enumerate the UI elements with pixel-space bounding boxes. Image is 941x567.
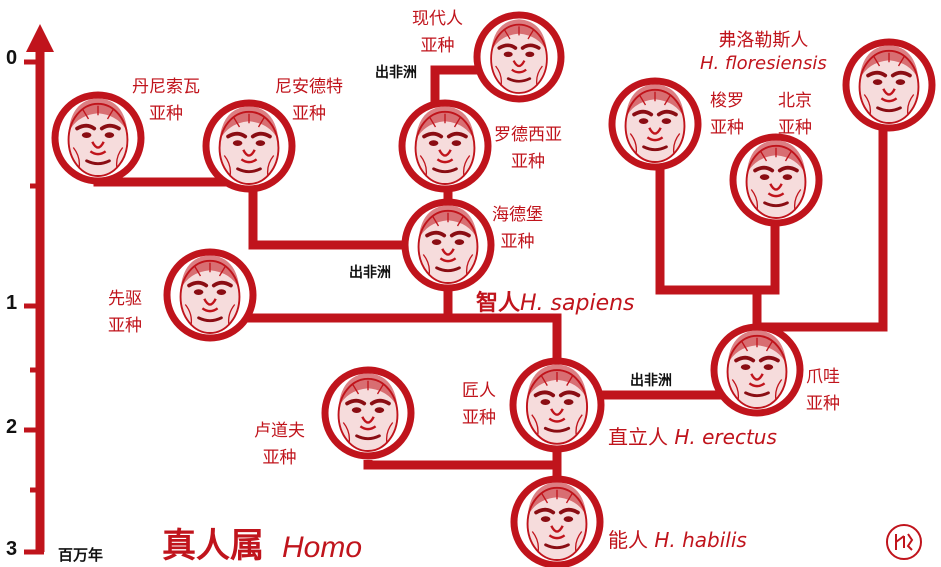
portrait-floresiensis-icon bbox=[842, 38, 936, 132]
label-heidelberg-sub: 亚种 bbox=[500, 232, 535, 253]
branch-habilis-rudolfensis bbox=[363, 460, 557, 470]
label-sapiens-cn: 智人 bbox=[476, 291, 521, 316]
label-modern-sub: 亚种 bbox=[420, 36, 455, 57]
label-rudolfensis-sub: 亚种 bbox=[262, 448, 297, 469]
branch-solo bbox=[655, 150, 757, 295]
label-denisova: 丹尼索瓦 亚种 bbox=[132, 74, 200, 128]
portrait-peking-icon bbox=[729, 133, 823, 227]
portrait-denisova-icon bbox=[51, 91, 145, 185]
label-rhodesian-sub: 亚种 bbox=[511, 152, 545, 173]
genus-title: 真人属 Homo bbox=[162, 518, 362, 567]
label-heidelberg-name: 海德堡 bbox=[492, 205, 543, 225]
route-label-out-of-africa: 出非洲 bbox=[349, 265, 391, 281]
label-habilis: 能人 H. habilis bbox=[608, 528, 747, 552]
label-ergaster-name: 匠人 bbox=[462, 381, 496, 401]
portrait-rudolfensis-icon bbox=[321, 366, 415, 460]
label-neanderthal-sub: 亚种 bbox=[292, 104, 326, 125]
label-java-sub: 亚种 bbox=[806, 394, 840, 415]
label-antecessor-name: 先驱 bbox=[108, 289, 142, 309]
axis-unit: 百万年 bbox=[58, 546, 104, 564]
label-denisova-sub: 亚种 bbox=[149, 104, 183, 125]
label-ergaster: 匠人 亚种 bbox=[462, 378, 496, 432]
label-ergaster-sub: 亚种 bbox=[462, 408, 496, 429]
label-floresiensis-cn: 弗洛勒斯人 bbox=[718, 30, 809, 51]
label-floresiensis: 弗洛勒斯人 H. floresiensis bbox=[700, 30, 827, 75]
label-peking-sub: 亚种 bbox=[778, 118, 812, 139]
label-java-name: 爪哇 bbox=[806, 367, 840, 387]
portrait-heidelberg-icon bbox=[401, 198, 495, 292]
label-erectus-cn: 直立人 bbox=[608, 425, 668, 449]
branch-floresiensis bbox=[757, 110, 888, 332]
seal-stamp-icon bbox=[886, 524, 922, 560]
portrait-neanderthal-icon bbox=[202, 99, 296, 193]
genus-latin: Homo bbox=[282, 531, 363, 564]
route-label-out-of-africa: 出非洲 bbox=[375, 65, 417, 81]
axis-tick-label-1: 1 bbox=[6, 292, 18, 314]
axis-tick-label-3: 3 bbox=[6, 538, 18, 560]
label-rudolfensis-name: 卢道夫 bbox=[254, 421, 305, 441]
label-modern: 现代人 亚种 bbox=[412, 6, 463, 60]
label-sapiens-latin: H. sapiens bbox=[520, 291, 635, 316]
genus-cn: 真人属 bbox=[162, 526, 264, 566]
portrait-solo-icon bbox=[608, 77, 702, 171]
label-heidelberg: 海德堡 亚种 bbox=[492, 202, 543, 256]
route-label-out-of-africa: 出非洲 bbox=[630, 373, 672, 389]
label-habilis-cn: 能人 bbox=[608, 528, 648, 552]
label-erectus-latin: H. erectus bbox=[674, 425, 777, 449]
label-neanderthal: 尼安德特 亚种 bbox=[275, 74, 343, 128]
axis-tick-label-0: 0 bbox=[6, 47, 18, 69]
axis-arrow-icon bbox=[26, 24, 54, 52]
label-floresiensis-latin: H. floresiensis bbox=[700, 52, 827, 74]
portrait-ergaster-icon bbox=[509, 357, 605, 453]
label-solo-sub: 亚种 bbox=[710, 118, 744, 139]
label-sapiens: 智人H. sapiens bbox=[476, 291, 635, 317]
label-habilis-latin: H. habilis bbox=[654, 528, 747, 552]
portrait-habilis-icon bbox=[510, 475, 604, 567]
label-erectus: 直立人 H. erectus bbox=[608, 425, 777, 449]
label-java: 爪哇 亚种 bbox=[806, 364, 840, 418]
label-antecessor-sub: 亚种 bbox=[108, 316, 142, 337]
label-modern-name: 现代人 bbox=[412, 9, 463, 29]
axis-tick-label-2: 2 bbox=[6, 416, 18, 438]
branch-peking bbox=[757, 222, 780, 295]
portrait-antecessor-icon bbox=[163, 248, 257, 342]
label-peking-name: 北京 bbox=[778, 91, 812, 111]
time-axis bbox=[24, 24, 54, 555]
label-neanderthal-name: 尼安德特 bbox=[275, 77, 343, 97]
portrait-rhodesian-icon bbox=[398, 99, 492, 193]
label-rhodesian: 罗德西亚 亚种 bbox=[494, 122, 562, 176]
portrait-modern-icon bbox=[473, 11, 565, 103]
label-solo: 梭罗 亚种 bbox=[710, 88, 744, 142]
label-rhodesian-name: 罗德西亚 bbox=[494, 125, 562, 145]
portrait-java-icon bbox=[710, 323, 804, 417]
label-antecessor: 先驱 亚种 bbox=[108, 286, 142, 340]
label-denisova-name: 丹尼索瓦 bbox=[132, 77, 200, 97]
label-solo-name: 梭罗 bbox=[710, 91, 744, 111]
label-rudolfensis: 卢道夫 亚种 bbox=[254, 418, 305, 472]
label-peking: 北京 亚种 bbox=[778, 88, 812, 142]
